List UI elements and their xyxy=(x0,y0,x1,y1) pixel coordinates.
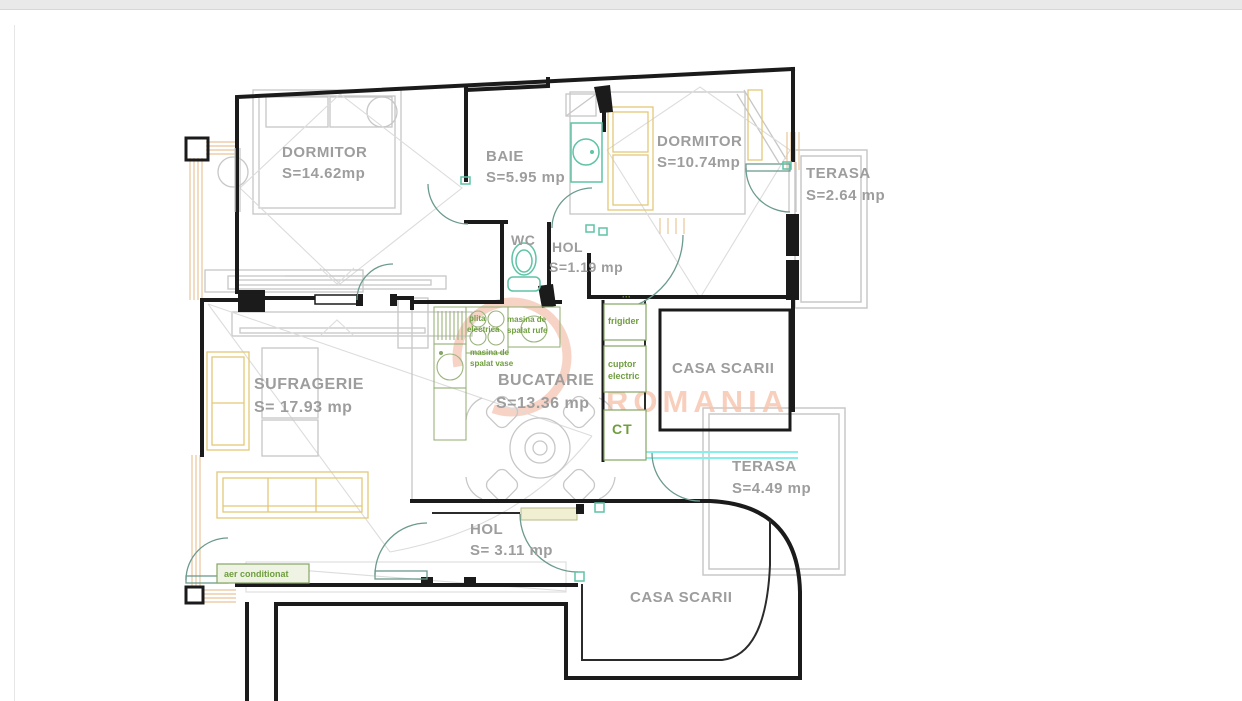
kitchen-appliances: plita electrica masina de spalat rufe ma… xyxy=(216,292,647,584)
room-label-dormitor-2: DORMITOR xyxy=(657,133,742,150)
masina-rufe-label-2: spalat rufe xyxy=(507,326,548,335)
room-label-casa-scarii-2: CASA SCARII xyxy=(630,589,732,606)
plita-electrica-box: plita electrica xyxy=(465,306,509,354)
room-area-hol-1: S=1.19 mp xyxy=(549,259,623,275)
room-area-dormitor-2: S=10.74mp xyxy=(657,154,740,171)
cuptor-electric-box: cuptor electric xyxy=(603,345,647,393)
furniture-yellow xyxy=(206,89,763,519)
window-hatching xyxy=(189,132,800,603)
toilet-icon xyxy=(507,242,541,292)
masina-vase-label-2: spalat vase xyxy=(470,359,514,368)
room-label-sufragerie: SUFRAGERIE xyxy=(254,376,364,393)
room-label-hol-1: HOL xyxy=(552,239,583,255)
room-area-sufragerie: S= 17.93 mp xyxy=(254,399,352,416)
room-label-dormitor-1: DORMITOR xyxy=(282,144,367,161)
room-area-dormitor-1: S=14.62mp xyxy=(282,165,365,182)
frigider-dots: ··· xyxy=(622,292,631,302)
casa-scarii-1-room xyxy=(658,308,792,432)
aer-conditionat-label: aer conditionat xyxy=(224,569,289,579)
masina-rufe-label-1: masina de xyxy=(507,315,547,324)
walls xyxy=(184,66,802,701)
room-labels: DORMITOR S=14.62mp BAIE S=5.95 mp DORMIT… xyxy=(254,133,885,606)
terasa-2-outline xyxy=(702,407,846,576)
frigider-label: frigider xyxy=(608,316,640,326)
room-label-baie: BAIE xyxy=(486,148,524,165)
aer-conditionat-box: aer conditionat xyxy=(216,563,310,584)
masina-vase-label-1: masina de xyxy=(470,348,510,357)
ct-label: CT xyxy=(612,421,633,437)
room-label-terasa-1: TERASA xyxy=(806,165,871,182)
room-label-wc: WC xyxy=(511,232,535,248)
room-area-bucatarie: S=13.36 mp xyxy=(496,395,590,412)
room-label-bucatarie: BUCATARIE xyxy=(498,372,594,389)
fixtures-teal xyxy=(507,122,603,292)
watermark-arc-icon xyxy=(452,297,572,417)
room-area-terasa-2: S=4.49 mp xyxy=(732,480,811,497)
washing-machine-icon xyxy=(570,122,603,183)
room-area-hol-2: S= 3.11 mp xyxy=(470,542,553,559)
ct-box: CT xyxy=(603,409,647,461)
plita-label-2: electrica xyxy=(467,325,500,334)
room-area-terasa-1: S=2.64 mp xyxy=(806,187,885,204)
cuptor-label-2: electric xyxy=(608,371,640,381)
room-label-hol-2: HOL xyxy=(470,521,503,538)
cuptor-label-1: cuptor xyxy=(608,359,636,369)
room-label-terasa-2: TERASA xyxy=(732,458,797,475)
plita-label-1: plita xyxy=(469,314,486,323)
room-area-baie: S=5.95 mp xyxy=(486,169,565,186)
masina-rufe-box: masina de spalat rufe xyxy=(507,306,561,348)
frigider-box: ··· frigider xyxy=(603,292,647,341)
room-label-casa-scarii-1: CASA SCARII xyxy=(672,360,774,377)
top-gray-bar xyxy=(0,0,1242,9)
